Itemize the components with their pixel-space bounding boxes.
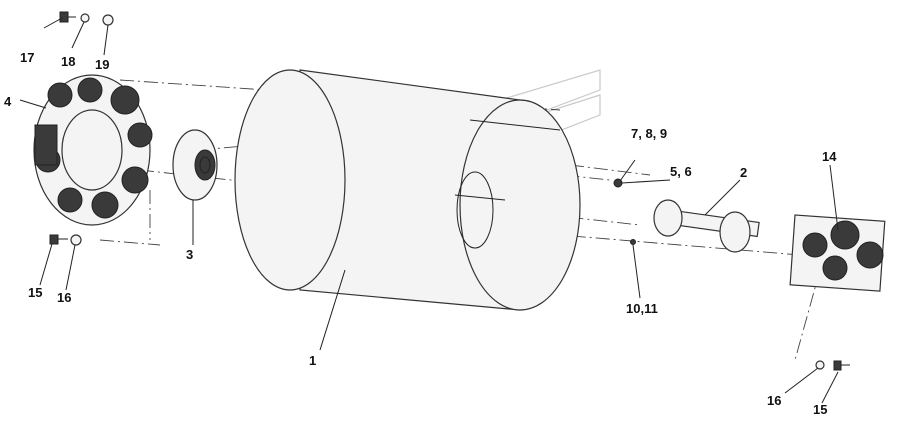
callout-19: 19 (95, 57, 109, 72)
callout-labels: 17 18 19 4 3 15 16 1 7, 8, 9 5, 6 2 14 1… (4, 50, 837, 417)
callout-7-8-9: 7, 8, 9 (631, 126, 667, 141)
left-fasteners (49, 11, 114, 246)
callout-4: 4 (4, 94, 12, 109)
shaft (653, 199, 760, 253)
callout-16-right: 16 (767, 393, 781, 408)
leader-lines (19, 17, 839, 404)
callout-14: 14 (822, 149, 837, 164)
callout-15-left: 15 (28, 285, 42, 300)
callout-16-left: 16 (57, 290, 71, 305)
left-hub-assembly (33, 74, 153, 226)
right-motor-assembly (789, 214, 886, 292)
callout-2: 2 (740, 165, 747, 180)
small-fittings (613, 159, 636, 245)
callout-1: 1 (309, 353, 316, 368)
callout-3: 3 (186, 247, 193, 262)
callout-17: 17 (20, 50, 34, 65)
drum-shell (234, 69, 581, 311)
flange (172, 129, 218, 201)
callout-15-right: 15 (813, 402, 827, 417)
callout-5-6: 5, 6 (670, 164, 692, 179)
right-fasteners (815, 360, 850, 371)
callout-18: 18 (61, 54, 75, 69)
callout-10-11: 10,11 (626, 301, 658, 316)
